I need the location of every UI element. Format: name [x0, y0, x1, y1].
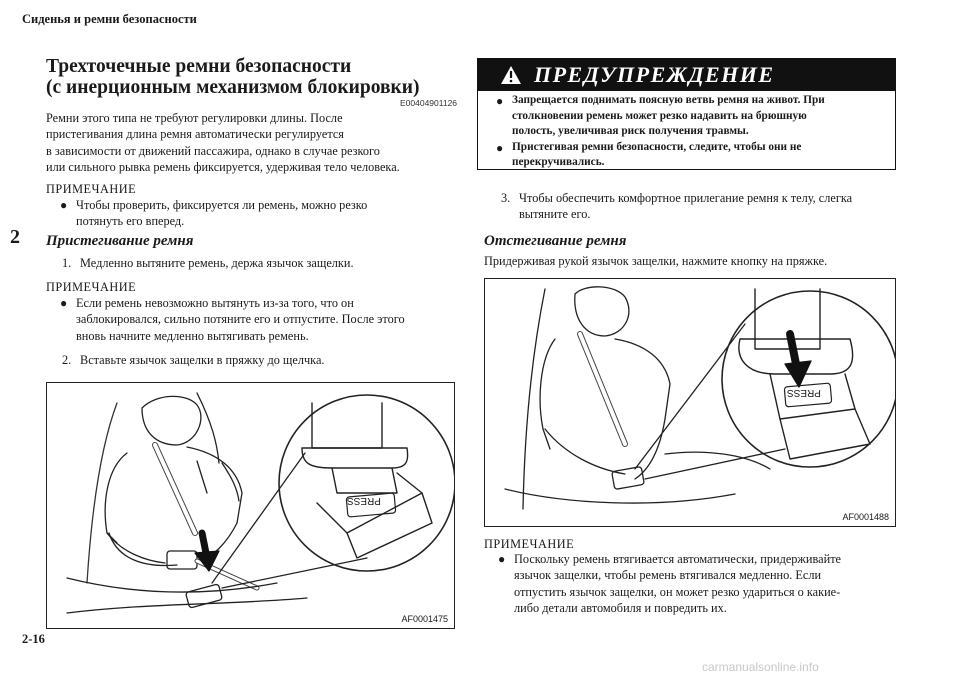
warning-line: столкновении ремень может резко надавить…	[512, 109, 807, 122]
intro-line: или сильного рывка ремень фиксируется, у…	[46, 159, 400, 174]
warning-line: Запрещается поднимать поясную ветвь ремн…	[512, 94, 825, 106]
bullet-icon: ●	[60, 198, 68, 212]
bullet-icon: ●	[498, 552, 506, 566]
note-heading: ПРИМЕЧАНИЕ	[484, 537, 575, 551]
warning-header: ПРЕДУПРЕЖДЕНИЕ	[478, 59, 895, 91]
unfastening-illustration	[504, 286, 899, 510]
intro-paragraph: Ремни этого типа не требуют регулировки …	[46, 110, 466, 175]
step-2: 2. Вставьте язычок защелки в пряжку до щ…	[62, 352, 462, 368]
warning-line: перекручивались.	[512, 156, 605, 168]
subsection-heading-fasten: Пристегивание ремня	[46, 233, 194, 249]
note-line: отпустить язычок защелки, он может резко…	[514, 584, 841, 599]
intro-line: пристегивания длина ремня автоматически …	[46, 127, 344, 142]
fastening-illustration	[66, 392, 456, 614]
note-heading: ПРИМЕЧАНИЕ	[46, 280, 137, 294]
figure-code: AF0001475	[401, 614, 448, 624]
figure-unfastening: PRESS AF0001488	[484, 278, 899, 527]
section-code: E00404901126	[400, 98, 458, 108]
warning-triangle-icon	[501, 66, 521, 84]
bullet-icon: ●	[496, 94, 504, 108]
note-line: язычок защелки, чтобы ремень втягивался …	[514, 568, 822, 583]
step-number: 3.	[501, 191, 511, 205]
subsection-heading-unfasten: Отстегивание ремня	[484, 233, 627, 249]
step-line: вытяните его.	[519, 207, 591, 222]
note-3: ● Поскольку ремень втягивается автоматич…	[498, 551, 908, 616]
note-line: Чтобы проверить, фиксируется ли ремень, …	[76, 198, 368, 212]
step-text: Медленно вытяните ремень, держа язычок з…	[80, 256, 354, 270]
page-number: 2-16	[22, 632, 45, 646]
step-number: 2.	[62, 353, 72, 367]
running-header: Сиденья и ремни безопасности	[22, 12, 197, 26]
press-label: PRESS	[347, 495, 381, 506]
note-line: Поскольку ремень втягивается автоматичес…	[514, 552, 842, 566]
step-text: Вставьте язычок защелки в пряжку до щелч…	[80, 353, 325, 367]
warning-body: ● Запрещается поднимать поясную ветвь ре…	[496, 93, 888, 171]
warning-title: ПРЕДУПРЕЖДЕНИЕ	[534, 62, 775, 87]
note-1: ● Чтобы проверить, фиксируется ли ремень…	[60, 197, 460, 230]
figure-fastening: PRESS AF0001475	[46, 382, 456, 629]
bullet-icon: ●	[60, 296, 68, 310]
section-title: Трехточечные ремни безопасности (с инерц…	[46, 56, 466, 98]
watermark: carmanualsonline.info	[702, 660, 819, 674]
chapter-number: 2	[10, 226, 20, 248]
note-heading: ПРИМЕЧАНИЕ	[46, 182, 137, 196]
intro-line: Ремни этого типа не требуют регулировки …	[46, 111, 343, 125]
note-line: потянуть его вперед.	[76, 214, 185, 229]
warning-box: ПРЕДУПРЕЖДЕНИЕ ● Запрещается поднимать п…	[477, 58, 896, 170]
figure-code: AF0001488	[842, 512, 889, 522]
note-line: вновь начните медленно вытягивать ремень…	[76, 328, 309, 343]
warning-line: полость, увеличивая риск получения травм…	[512, 125, 749, 137]
section-title-line-1: Трехточечные ремни безопасности	[46, 56, 352, 77]
note-2: ● Если ремень невозможно вытянуть из-за …	[60, 295, 470, 344]
bullet-icon: ●	[496, 140, 504, 155]
note-line: заблокировался, сильно потяните его и от…	[76, 312, 405, 327]
unfasten-text: Придерживая рукой язычок защелки, нажмит…	[484, 254, 828, 268]
warning-line: Пристегивая ремни безопасности, следите,…	[512, 140, 802, 153]
intro-line: в зависимости от движений пассажира, одн…	[46, 143, 380, 158]
note-line: Если ремень невозможно вытянуть из-за то…	[76, 296, 354, 310]
step-1: 1. Медленно вытяните ремень, держа язычо…	[62, 255, 462, 271]
step-line: Чтобы обеспечить комфортное прилегание р…	[519, 191, 853, 205]
section-title-line-2: (с инерционным механизмом блокировки)	[46, 77, 420, 98]
step-3: 3. Чтобы обеспечить комфортное прилегани…	[501, 190, 901, 223]
step-number: 1.	[62, 256, 72, 270]
press-label: PRESS	[787, 387, 821, 398]
note-line: либо детали автомобиля и повредить их.	[514, 600, 727, 615]
